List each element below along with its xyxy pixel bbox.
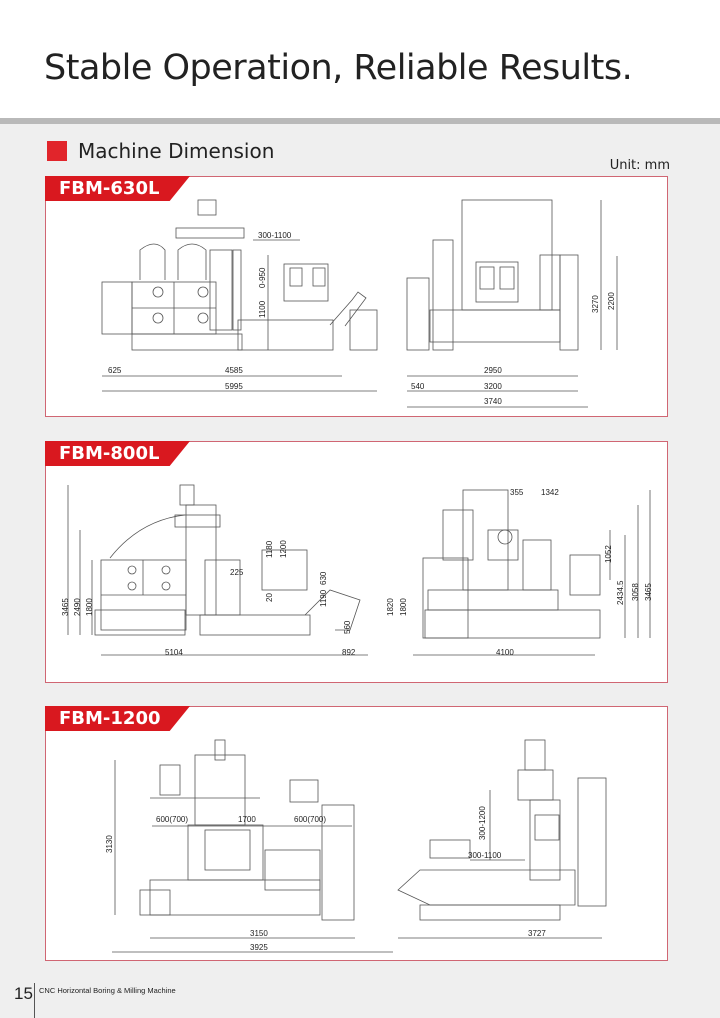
dimension-label: 4585 [225, 366, 243, 375]
dimension-label: 2950 [484, 366, 502, 375]
dimension-label: 2490 [73, 598, 82, 616]
dimension-label: 300-1100 [258, 231, 292, 240]
page-title: Stable Operation, Reliable Results. [44, 48, 633, 88]
dimension-label: 5104 [165, 648, 183, 657]
dimension-label: 20 [265, 593, 274, 602]
dimension-label: 892 [342, 648, 356, 657]
panel-fbm-630l: FBM-630L [45, 176, 668, 417]
model-tab: FBM-630L [45, 176, 190, 201]
dimension-label: 600(700) [156, 815, 189, 824]
footer-divider [34, 983, 35, 1018]
dimension-label: 3727 [528, 929, 546, 938]
panel-fbm-1200: FBM-1200 [45, 706, 668, 961]
dimension-label: 300-1200 [478, 806, 487, 840]
dimension-label: 3925 [250, 943, 268, 952]
dimension-label: 3740 [484, 397, 502, 406]
dimension-label: 1800 [85, 598, 94, 616]
model-tab: FBM-1200 [45, 706, 190, 731]
dimension-label: 600(700) [294, 815, 327, 824]
dimension-label: 1180 [265, 540, 274, 558]
model-name: FBM-800L [59, 443, 160, 464]
dimension-label: 1342 [541, 488, 559, 497]
model-tab: FBM-800L [45, 441, 190, 466]
section-marker-icon [47, 141, 67, 161]
dimension-label: 3130 [105, 835, 114, 853]
unit-label: Unit: mm [609, 158, 670, 173]
page-number: 15 [14, 984, 33, 1003]
header-divider [0, 118, 720, 124]
header-area [0, 0, 720, 118]
dimension-label: 3465 [644, 583, 653, 601]
dimension-label: 1700 [238, 815, 256, 824]
dimension-label: 2200 [607, 292, 616, 310]
section-title: Machine Dimension [78, 139, 275, 163]
panel-fbm-800l: FBM-800L [45, 441, 668, 683]
dimension-label: 3270 [591, 295, 600, 313]
dimension-label: 2434.5 [616, 580, 625, 605]
dimension-label: 3200 [484, 382, 502, 391]
dimension-label: 540 [411, 382, 425, 391]
dimension-label: 3465 [61, 598, 70, 616]
dimension-label: 4100 [496, 648, 514, 657]
dimension-label: 630 [319, 571, 328, 585]
model-name: FBM-630L [59, 178, 160, 199]
dimension-label: 1052 [604, 545, 613, 563]
model-name: FBM-1200 [59, 708, 161, 729]
dimension-label: 560 [343, 620, 352, 634]
dimension-label: 300-1100 [468, 851, 502, 860]
dimension-label: 1800 [399, 598, 408, 616]
dimension-label: 1100 [258, 300, 267, 318]
dimension-label: 5995 [225, 382, 243, 391]
dimension-label: 1200 [279, 540, 288, 558]
dimension-label: 225 [230, 568, 244, 577]
dimension-label: 3150 [250, 929, 268, 938]
dimension-label: 625 [108, 366, 122, 375]
dimension-label: 355 [510, 488, 524, 497]
dimension-label: 0-950 [258, 267, 267, 288]
dimension-label: 1820 [386, 598, 395, 616]
dimension-label: 1190 [319, 589, 328, 607]
footer-text: CNC Horizontal Boring & Milling Machine [39, 986, 176, 995]
dimension-label: 3058 [631, 583, 640, 601]
